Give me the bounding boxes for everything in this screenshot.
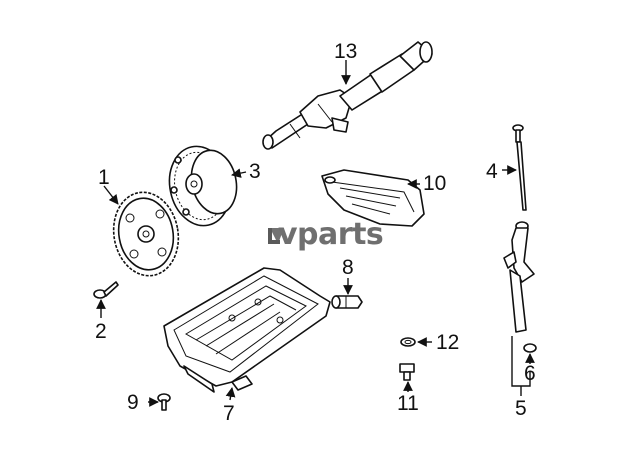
callout-8: 8 bbox=[342, 256, 354, 279]
callout-7: 7 bbox=[223, 402, 235, 425]
callout-labels: 1 2 3 4 5 6 7 8 9 10 11 12 13 bbox=[95, 40, 536, 425]
transmission-filter-part[interactable] bbox=[321, 169, 425, 227]
drain-plug-part[interactable] bbox=[399, 363, 415, 381]
callout-12: 12 bbox=[436, 331, 459, 354]
bolt-part-2[interactable] bbox=[93, 281, 119, 299]
callout-11: 11 bbox=[397, 392, 419, 415]
callout-3: 3 bbox=[249, 160, 261, 183]
dipstick-part[interactable] bbox=[512, 124, 527, 211]
watermark: vparts bbox=[262, 217, 384, 252]
callout-9: 9 bbox=[127, 391, 139, 414]
callout-1: 1 bbox=[98, 166, 110, 189]
filler-tube-part[interactable] bbox=[331, 295, 363, 309]
leader-lines bbox=[96, 60, 535, 407]
washer-part[interactable] bbox=[400, 337, 416, 347]
callout-6: 6 bbox=[524, 362, 536, 385]
o-ring-part[interactable] bbox=[523, 343, 537, 353]
callout-5: 5 bbox=[515, 397, 527, 420]
callout-4: 4 bbox=[486, 160, 498, 183]
callout-2: 2 bbox=[95, 320, 107, 343]
oil-pan-part[interactable] bbox=[163, 267, 331, 393]
watermark-text: vparts bbox=[278, 217, 383, 252]
torque-converter-part[interactable] bbox=[162, 141, 242, 232]
drive-shaft-part[interactable] bbox=[262, 41, 433, 150]
callout-13: 13 bbox=[334, 40, 357, 63]
callout-10: 10 bbox=[423, 172, 446, 195]
lv-logo-icon bbox=[262, 228, 284, 244]
flex-plate-part[interactable] bbox=[107, 187, 185, 281]
dipstick-tube-part[interactable] bbox=[503, 221, 535, 333]
bolt-part-9[interactable] bbox=[157, 393, 171, 411]
